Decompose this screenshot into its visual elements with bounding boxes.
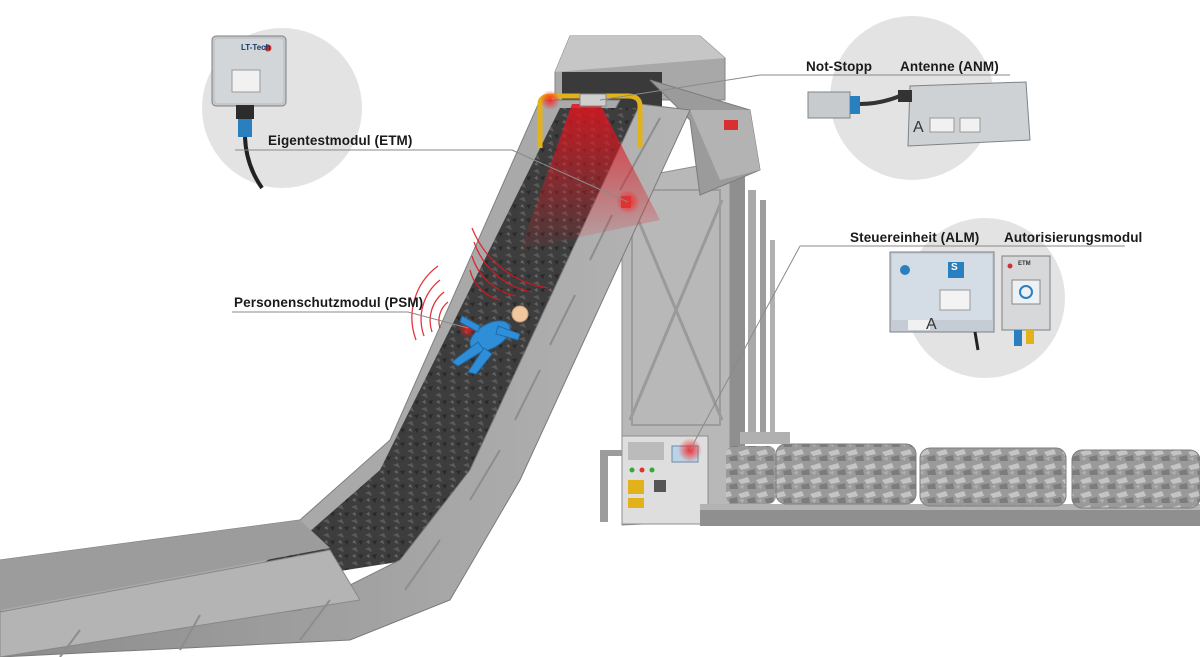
- tower: [600, 159, 775, 526]
- etm-label: Eigentestmodul (ETM): [268, 133, 413, 148]
- etm-brand-text: LT-Tech: [241, 43, 271, 52]
- psm-wave-signal: [411, 227, 549, 341]
- not-stopp-label: Not-Stopp: [806, 59, 873, 74]
- alm-controller: [889, 251, 995, 351]
- etm-device: [211, 35, 287, 190]
- auth-tag: ETM: [1018, 261, 1031, 267]
- not-stopp-module: [807, 91, 901, 119]
- leader-lines: [232, 74, 1125, 451]
- antenna-device: [898, 81, 1031, 147]
- alm-badge: S: [951, 262, 958, 273]
- antenna-letter: A: [913, 119, 924, 136]
- psm-label: Personenschutzmodul (PSM): [234, 295, 424, 310]
- control-cabinet: [621, 435, 709, 525]
- authorization-module: [1001, 255, 1051, 346]
- alm-letter: A: [926, 316, 937, 333]
- worker-figure: [451, 305, 529, 375]
- antenne-label: Antenne (ANM): [900, 59, 999, 74]
- conveyor-head: [554, 35, 761, 196]
- steuereinheit-label: Steuereinheit (ALM): [850, 230, 980, 245]
- autorisierungsmodul-label: Autorisierungsmodul: [1004, 230, 1143, 245]
- bale-conveyor: [700, 432, 1200, 526]
